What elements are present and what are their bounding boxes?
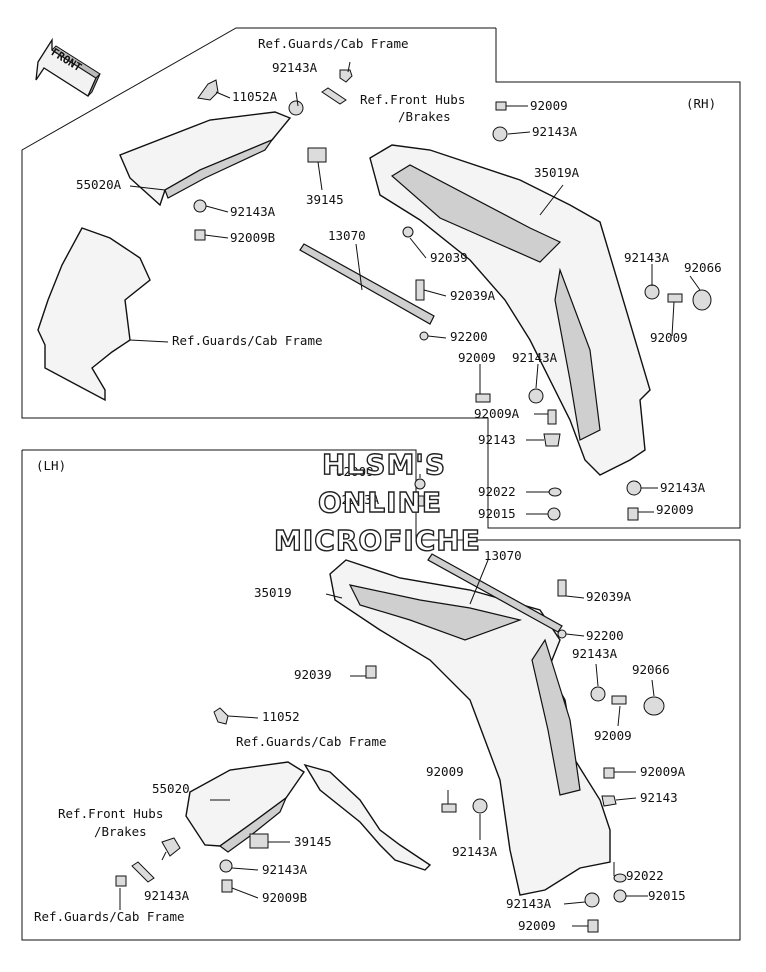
rh-part-92143A-b: 92143A [532, 124, 578, 139]
rh-frame [21, 27, 741, 529]
lh-frame [21, 449, 741, 941]
rh-ref-brakes: /Brakes [398, 109, 451, 124]
rh-bolt-92009B [194, 229, 206, 241]
lh-part-92143: 92143 [640, 790, 678, 805]
lh-part-39145: 39145 [294, 834, 332, 849]
lh-ref-guards-bot: Ref.Guards/Cab Frame [34, 909, 185, 924]
rh-clip-92143A-top [288, 100, 304, 116]
lh-part-92022: 92022 [626, 868, 664, 883]
lh-part-92015: 92015 [648, 888, 686, 903]
rh-strip-13070 [299, 243, 435, 325]
rh-part-92015: 92015 [478, 506, 516, 521]
lh-part-92009-w: 92009 [336, 464, 374, 479]
rh-part-35019A: 35019A [534, 165, 580, 180]
rh-ref-front-hubs: Ref.Front Hubs [360, 92, 465, 107]
lh-part-92009-c: 92009 [426, 764, 464, 779]
lh-part-92039: 92039 [294, 667, 332, 682]
rh-part-92009-top: 92009 [530, 98, 568, 113]
rh-part-92143A-g: 92143A [660, 480, 706, 495]
rh-part-13070: 13070 [328, 228, 366, 243]
lh-part-92009A: 92009A [640, 764, 686, 779]
rh-guard-outline [37, 227, 151, 402]
rh-part-92009-e: 92009 [650, 330, 688, 345]
rh-part-92009A: 92009A [474, 406, 520, 421]
lh-ref-brakes: /Brakes [94, 824, 147, 839]
lh-guard-outline [303, 763, 432, 871]
lh-part-92143A-a: 92143A [572, 646, 618, 661]
rh-leaders [129, 61, 701, 515]
lh-part-11052: 11052 [262, 709, 300, 724]
rh-part-92200: 92200 [450, 329, 488, 344]
rh-part-92009-g: 92009 [656, 502, 694, 517]
rh-ref-hub-strip [321, 87, 347, 105]
rh-part-92009B: 92009B [230, 230, 275, 245]
front-arrow-icon: FRONT [35, 37, 101, 97]
lh-tag: (LH) [36, 458, 66, 473]
rh-clip-39145 [307, 147, 327, 163]
lh-part-13070: 13070 [484, 548, 522, 563]
rh-tag: (RH) [686, 96, 716, 111]
lh-part-92009-f: 92009 [518, 918, 556, 933]
rh-cover-55020A [119, 111, 292, 207]
rh-ref-guards-top: Ref.Guards/Cab Frame [258, 36, 409, 51]
lh-part-92039A: 92039A [586, 589, 632, 604]
rh-part-92009-f: 92009 [458, 350, 496, 365]
rh-ref-guards-mid: Ref.Guards/Cab Frame [172, 333, 323, 348]
lh-part-92143A-w: 92143A [334, 492, 380, 507]
lh-ref-guards-mid: Ref.Guards/Cab Frame [236, 734, 387, 749]
rh-part-92143A-top: 92143A [272, 60, 318, 75]
rh-part-92039A: 92039A [450, 288, 496, 303]
watermark-line-2: ONLINE [318, 486, 442, 519]
lh-part-92009-b: 92009 [594, 728, 632, 743]
rh-part-92022: 92022 [478, 484, 516, 499]
lh-ref-front-hubs: Ref.Front Hubs [58, 806, 163, 821]
rh-bracket-11052A [197, 79, 219, 101]
watermark-line-1: HLSM'S [322, 448, 446, 481]
lh-part-92143A-c: 92143A [452, 844, 498, 859]
lh-part-92066: 92066 [632, 662, 670, 677]
rh-part-92143A-c: 92143A [230, 204, 276, 219]
lh-part-92143A-e: 92143A [144, 888, 190, 903]
lh-part-92143A-d: 92143A [262, 862, 308, 877]
rh-part-39145: 39145 [306, 192, 344, 207]
rh-bolt-92143A-top [339, 69, 353, 83]
lh-leaders [119, 474, 655, 927]
lh-part-92200: 92200 [586, 628, 624, 643]
rh-part-11052A: 11052A [232, 89, 278, 104]
lh-bracket-11052 [213, 707, 229, 725]
rh-clip-92143A-c [193, 199, 207, 213]
lh-part-55020: 55020 [152, 781, 190, 796]
rh-part-55020A: 55020A [76, 177, 122, 192]
rh-part-92143: 92143 [478, 432, 516, 447]
rh-part-92143A-d: 92143A [624, 250, 670, 265]
rh-part-92039: 92039 [430, 250, 468, 265]
lh-part-92143A-f: 92143A [506, 896, 552, 911]
lh-part-35019: 35019 [254, 585, 292, 600]
watermark-line-3: MICROFICHE [274, 524, 481, 557]
lh-strip-13070 [427, 553, 563, 633]
lh-part-92009B: 92009B [262, 890, 307, 905]
rh-part-92066: 92066 [684, 260, 722, 275]
rh-part-92143A-f: 92143A [512, 350, 558, 365]
